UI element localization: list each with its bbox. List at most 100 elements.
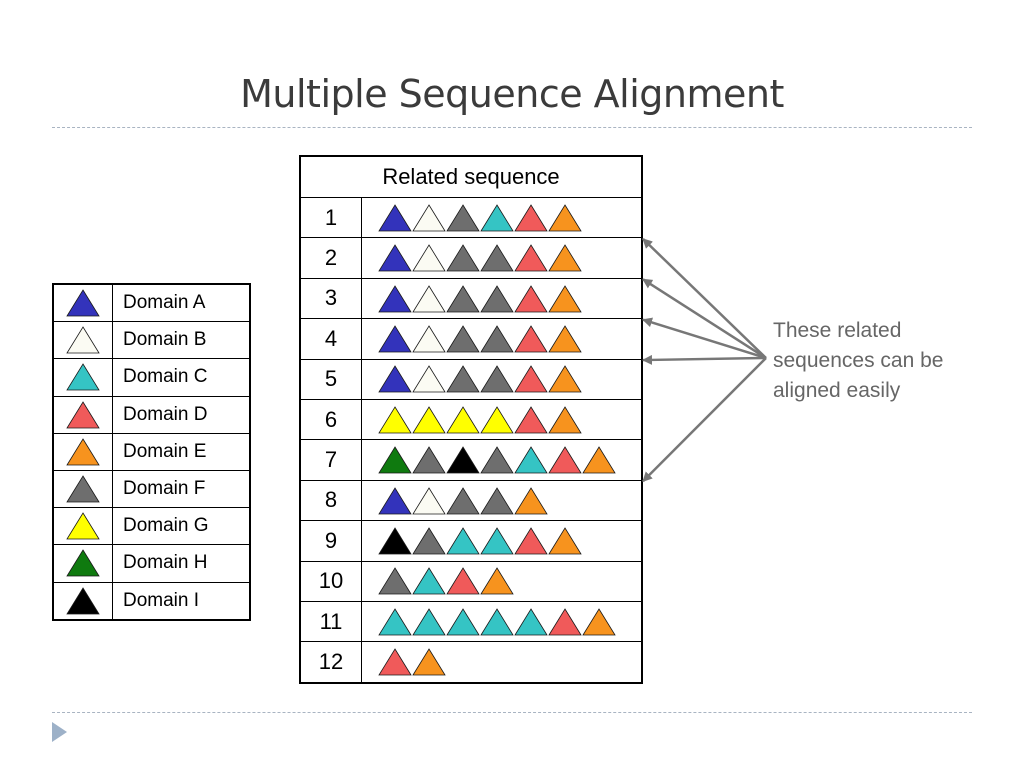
annotation-arrow — [642, 278, 767, 360]
sequence-row: 4 — [299, 318, 643, 360]
domain-d-triangle-icon — [66, 400, 100, 429]
domain-d-triangle-icon — [514, 405, 548, 434]
legend-row: Domain G — [52, 507, 251, 546]
sequence-number: 2 — [299, 237, 362, 279]
domain-a-triangle-icon — [378, 486, 412, 515]
domain-c-triangle-icon — [66, 363, 100, 391]
annotation-arrow — [642, 317, 767, 360]
domain-e-triangle-icon — [412, 648, 446, 676]
domain-d-triangle-icon — [548, 607, 582, 636]
sequence-row: 3 — [299, 277, 643, 320]
legend-label: Domain G — [112, 507, 251, 546]
domain-e-triangle-icon — [480, 567, 514, 595]
domain-f-triangle-icon — [446, 325, 480, 353]
legend-swatch — [52, 544, 113, 583]
sequence-row: 8 — [299, 479, 643, 522]
domain-b-triangle-icon — [412, 204, 446, 232]
sequence-number: 10 — [299, 560, 362, 602]
domain-d-triangle-icon — [514, 527, 548, 555]
domain-f-triangle-icon — [446, 365, 480, 393]
sequence-row: 12 — [299, 641, 643, 684]
slide-title: Multiple Sequence Alignment — [240, 72, 784, 116]
domain-b-triangle-icon — [412, 365, 446, 393]
sequence-number: 3 — [299, 277, 362, 320]
table-header: Related sequence — [299, 155, 643, 198]
domain-i-triangle-icon — [66, 586, 100, 615]
domain-c-triangle-icon — [514, 446, 548, 474]
domain-b-triangle-icon — [412, 325, 446, 353]
domain-g-triangle-icon — [66, 512, 100, 540]
legend-row: Domain I — [52, 581, 251, 621]
domain-b-triangle-icon — [66, 326, 100, 354]
domain-f-triangle-icon — [480, 325, 514, 353]
domain-c-triangle-icon — [446, 527, 480, 555]
bottom-divider — [52, 712, 972, 713]
domain-c-triangle-icon — [378, 607, 412, 636]
sequence-number: 6 — [299, 398, 362, 441]
domain-e-triangle-icon — [548, 365, 582, 393]
annotation-arrow — [642, 354, 767, 365]
sequence-domains — [361, 318, 643, 360]
top-divider — [52, 127, 972, 128]
legend-label: Domain C — [112, 358, 251, 397]
domain-g-triangle-icon — [378, 405, 412, 434]
legend-swatch — [52, 507, 113, 546]
annotation-arrow — [642, 237, 767, 359]
sequence-row: 10 — [299, 560, 643, 602]
sequence-domains — [361, 277, 643, 320]
domain-a-triangle-icon — [378, 325, 412, 353]
domain-a-triangle-icon — [378, 365, 412, 393]
domain-g-triangle-icon — [412, 405, 446, 434]
sequence-row: 11 — [299, 600, 643, 643]
legend-label: Domain H — [112, 544, 251, 583]
domain-a-triangle-icon — [378, 244, 412, 272]
domain-f-triangle-icon — [412, 446, 446, 474]
legend-label: Domain A — [112, 283, 251, 323]
domain-f-triangle-icon — [480, 284, 514, 313]
sequence-domains — [361, 560, 643, 602]
sequence-row: 5 — [299, 358, 643, 400]
legend-label: Domain I — [112, 581, 251, 621]
sequence-domains — [361, 479, 643, 522]
domain-c-triangle-icon — [480, 607, 514, 636]
domain-f-triangle-icon — [446, 204, 480, 232]
domain-e-triangle-icon — [66, 438, 100, 466]
domain-d-triangle-icon — [378, 648, 412, 676]
domain-c-triangle-icon — [412, 607, 446, 636]
domain-b-triangle-icon — [412, 284, 446, 313]
domain-f-triangle-icon — [446, 284, 480, 313]
legend-swatch — [52, 469, 113, 509]
legend-label: Domain B — [112, 321, 251, 360]
sequence-row: 1 — [299, 196, 643, 239]
annotation-arrow — [642, 357, 767, 483]
sequence-domains — [361, 520, 643, 562]
annotation-text: These related sequences can be aligned e… — [773, 319, 944, 402]
sequence-domains — [361, 600, 643, 643]
domain-c-triangle-icon — [480, 527, 514, 555]
domain-b-triangle-icon — [412, 244, 446, 272]
sequence-domains — [361, 196, 643, 239]
domain-d-triangle-icon — [514, 325, 548, 353]
domain-e-triangle-icon — [548, 325, 582, 353]
domain-a-triangle-icon — [378, 204, 412, 232]
domain-e-triangle-icon — [548, 244, 582, 272]
sequence-number: 7 — [299, 439, 362, 481]
sequence-number: 9 — [299, 520, 362, 562]
domain-d-triangle-icon — [446, 567, 480, 595]
domain-i-triangle-icon — [446, 446, 480, 474]
sequence-row: 7 — [299, 439, 643, 481]
sequence-domains — [361, 237, 643, 279]
sequence-domains — [361, 358, 643, 400]
sequence-row: 6 — [299, 398, 643, 441]
sequence-domains — [361, 641, 643, 684]
domain-f-triangle-icon — [480, 244, 514, 272]
domain-e-triangle-icon — [548, 405, 582, 434]
domain-a-triangle-icon — [66, 289, 100, 317]
domain-f-triangle-icon — [446, 244, 480, 272]
legend-swatch — [52, 395, 113, 434]
domain-d-triangle-icon — [514, 204, 548, 232]
sequence-number: 4 — [299, 318, 362, 360]
domain-h-triangle-icon — [66, 549, 100, 577]
